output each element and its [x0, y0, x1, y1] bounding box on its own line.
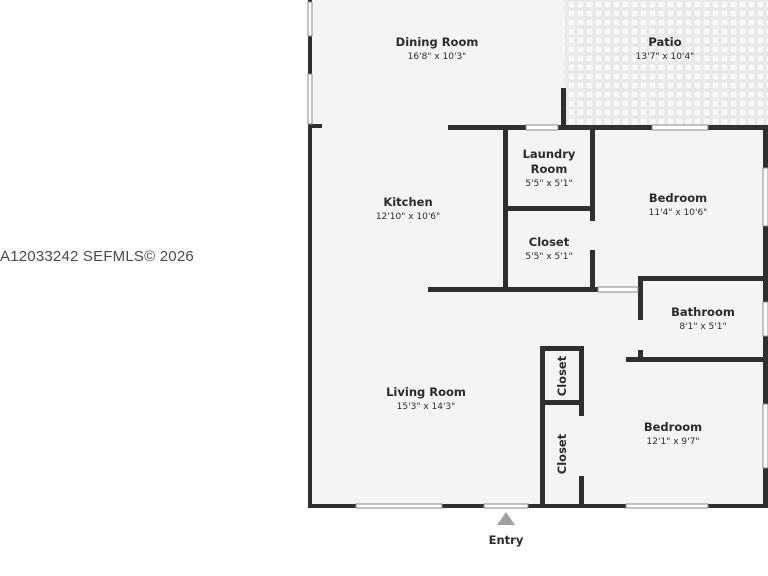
- wall-bottom: [308, 504, 768, 508]
- windows: [307, 1, 768, 509]
- laundry-room-name-line1: Laundry: [523, 147, 576, 161]
- patio-floor: [565, 0, 768, 126]
- closet-1-dims: 5'5" x 5'1": [525, 252, 572, 262]
- wall-closets-right-lower: [579, 476, 584, 508]
- dining-room-name: Dining Room: [396, 35, 479, 49]
- window-bottom-living: [355, 503, 443, 509]
- bedroom-2-dims: 12'1" x 9'7": [647, 437, 700, 447]
- closet-3-name: Closet: [555, 433, 569, 474]
- window-right-bedroom1: [762, 167, 768, 227]
- window-laundry-top: [525, 124, 559, 131]
- wall-left-upper: [308, 0, 312, 74]
- window-bottom-bedroom2: [625, 503, 709, 509]
- wall-closets-left: [540, 346, 545, 508]
- wall-kitchen-top: [448, 125, 526, 130]
- closet-1-name: Closet: [529, 235, 570, 249]
- wall-kitchen-living: [428, 287, 598, 292]
- bathroom-name: Bathroom: [671, 305, 735, 319]
- window-bedroom1-top: [651, 124, 709, 131]
- bedroom-2-name: Bedroom: [644, 420, 702, 434]
- wall-left-stub: [308, 124, 322, 128]
- wall-closets-top: [540, 346, 584, 351]
- dining-room-dims: 16'8" x 10'3": [408, 52, 467, 62]
- door-entry-gap: [483, 503, 529, 509]
- wall-laundry-right: [590, 126, 595, 221]
- door-closet-gap: [597, 286, 639, 293]
- wall-left-lower: [308, 124, 312, 508]
- window-right-bedroom2: [762, 403, 768, 469]
- mls-watermark: A12033242 SEFMLS© 2026: [0, 248, 194, 265]
- laundry-room-name-line2: Room: [531, 162, 568, 176]
- living-room-name: Living Room: [386, 385, 466, 399]
- wall-closet-right: [590, 250, 595, 291]
- window-left: [307, 73, 313, 125]
- laundry-room-dims: 5'5" x 5'1": [525, 179, 572, 189]
- patio-dims: 13'7" x 10'4": [636, 52, 695, 62]
- wall-patio-divider: [561, 88, 566, 128]
- room-labels: Dining Room 16'8" x 10'3" Patio 13'7" x …: [376, 35, 735, 547]
- bedroom-1-name: Bedroom: [649, 191, 707, 205]
- window-right-bath: [762, 301, 768, 337]
- wall-closets-div: [540, 400, 584, 405]
- wall-bed1-bath: [638, 276, 768, 281]
- bathroom-dims: 8'1" x 5'1": [679, 322, 726, 332]
- living-room-dims: 15'3" x 14'3": [397, 402, 456, 412]
- wall-bath-left-lower: [638, 350, 643, 360]
- wall-laundry-closet-div: [503, 206, 595, 211]
- wall-bath-left-upper: [638, 276, 643, 320]
- kitchen-dims: 12'10" x 10'6": [376, 212, 440, 222]
- wall-closets-right-upper: [579, 346, 584, 416]
- wall-bath-bottom: [626, 357, 768, 362]
- triangle-up-icon: [497, 512, 515, 525]
- patio-name: Patio: [648, 35, 681, 49]
- entry-label: Entry: [489, 533, 524, 547]
- kitchen-name: Kitchen: [383, 195, 432, 209]
- closet-2-name: Closet: [555, 355, 569, 396]
- bedroom-1-dims: 11'4" x 10'6": [649, 208, 708, 218]
- window-left-top: [307, 1, 313, 37]
